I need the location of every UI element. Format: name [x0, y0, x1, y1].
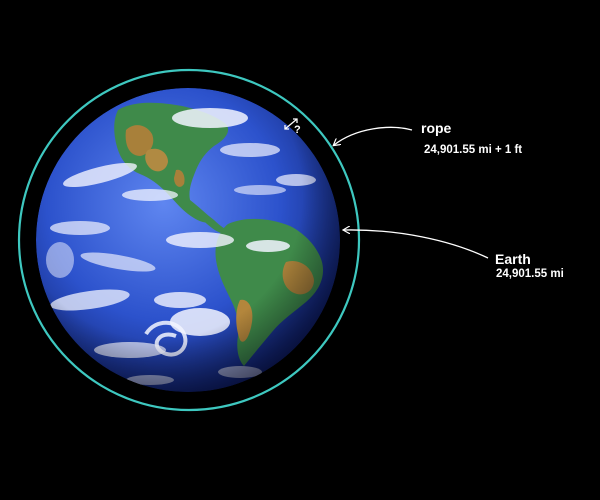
earth-label: Earth: [495, 251, 531, 267]
rope-length-value: 24,901.55 mi + 1 ft: [424, 144, 523, 156]
earth-globe: [36, 88, 340, 392]
rope-label: rope: [421, 120, 452, 136]
earth-pointer-arrow: [344, 230, 489, 259]
rope-pointer-arrow: [334, 126, 413, 145]
rope-circle: [17, 68, 361, 412]
gap-question-mark: ?: [294, 124, 301, 136]
earth-circumference-value: 24,901.55 mi: [496, 268, 564, 280]
double-arrow-icon: [284, 118, 298, 130]
